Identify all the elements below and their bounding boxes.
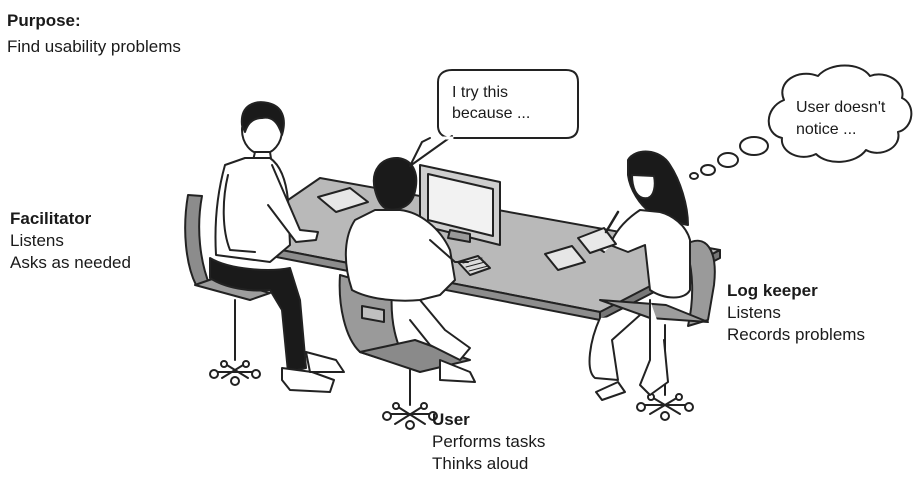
facilitator-duty-1: Listens	[10, 231, 64, 250]
facilitator-label: Facilitator Listens Asks as needed	[10, 208, 131, 274]
user-person	[344, 156, 476, 383]
log-keeper-person	[577, 150, 691, 401]
speech-bubble-line-1: I try this	[452, 84, 508, 101]
thought-bubble-line-2: notice ...	[796, 121, 856, 138]
user-duty-1: Performs tasks	[432, 432, 546, 451]
log-keeper-duty-1: Listens	[727, 303, 781, 322]
thought-bubble	[689, 64, 913, 180]
purpose-text: Find usability problems	[7, 37, 181, 56]
facilitator-duty-2: Asks as needed	[10, 253, 131, 272]
user-title: User	[432, 410, 470, 429]
purpose-heading: Purpose:	[7, 11, 81, 30]
speech-bubble	[409, 69, 579, 167]
log-keeper-duty-2: Records problems	[727, 325, 865, 344]
speech-bubble-line-2: because ...	[452, 105, 530, 122]
computer-monitor	[419, 164, 501, 246]
log-keeper-title: Log keeper	[727, 281, 818, 300]
facilitator-title: Facilitator	[10, 209, 92, 228]
user-duty-2: Thinks aloud	[432, 454, 529, 473]
facilitator-person	[209, 101, 345, 393]
thought-bubble-line-1: User doesn't	[796, 99, 886, 116]
keypad	[457, 255, 491, 276]
log-keeper-chair	[599, 239, 716, 421]
log-keeper-label: Log keeper Listens Records problems	[727, 280, 865, 346]
user-label: User Performs tasks Thinks aloud	[432, 409, 545, 475]
facilitator-chair	[184, 194, 271, 386]
